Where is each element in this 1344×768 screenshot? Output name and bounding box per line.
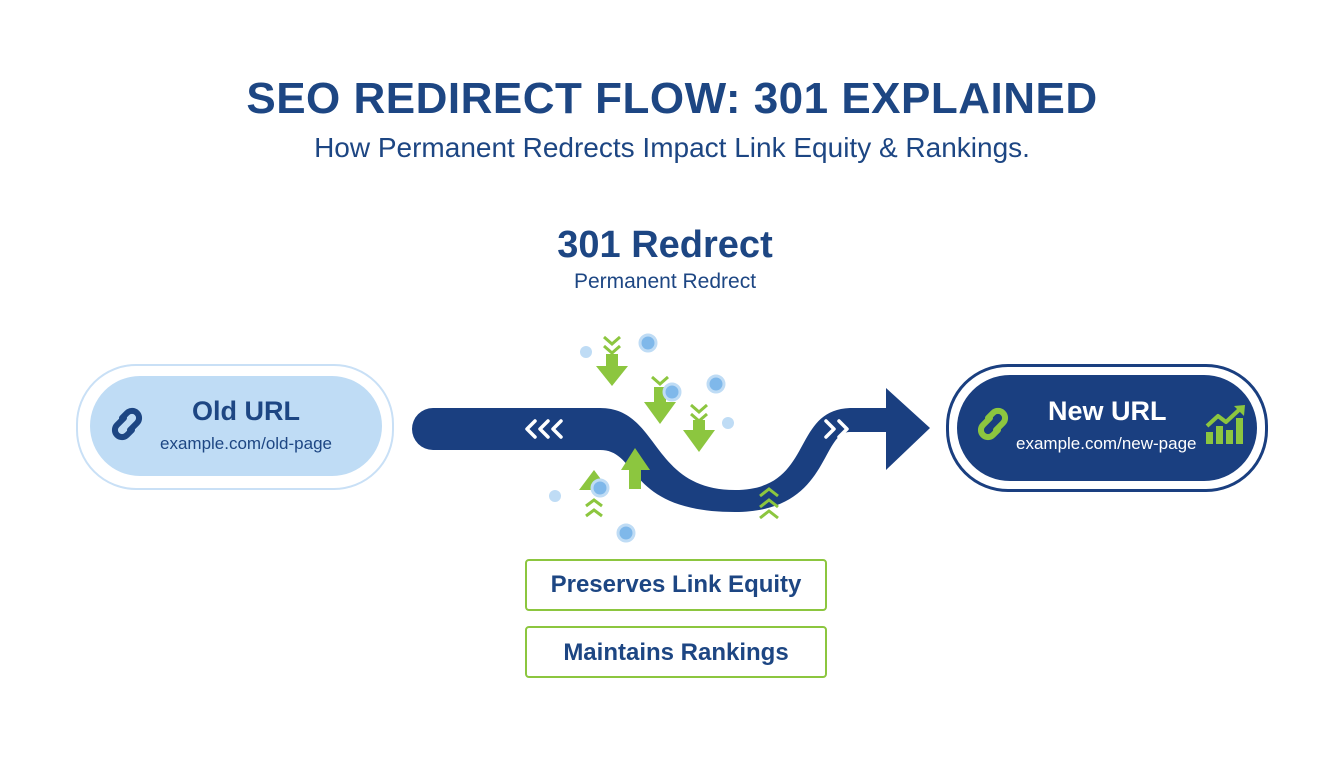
equity-dot [590,478,610,498]
redirect-heading: 301 Redrect [557,224,773,266]
equity-dot [706,374,726,394]
new-url-title: New URL [1048,396,1167,426]
redirect-subheading: Permanent Redrect [573,270,757,293]
benefit-maintains-rankings: Maintains Rankings [525,626,827,678]
right-chevrons [824,419,849,439]
equity-dots [549,333,734,543]
redirect-arrow-band [412,408,892,512]
down-arrows-top [596,335,715,452]
up-arrow-1 [621,448,650,489]
old-url-node [90,376,382,476]
new-url-path: example.com/new-page [1016,434,1197,453]
equity-dot [616,523,636,543]
link-icon [977,407,1009,441]
new-url-node [957,375,1257,481]
equity-dot [662,382,682,402]
redirect-arrow-head [886,388,930,470]
down-arrow-1 [596,335,628,386]
growth-chart-icon [1205,405,1245,444]
page-title: SEO REDIRECT FLOW: 301 EXPLAINED [246,74,1098,123]
benefit-preserves-link-equity: Preserves Link Equity [525,559,827,611]
equity-dot [722,417,734,429]
old-url-title: Old URL [192,396,300,426]
old-url-path: example.com/old-page [160,434,332,453]
left-chevrons [525,419,563,439]
equity-dot [638,333,658,353]
link-icon [111,407,143,441]
page-subtitle: How Permanent Redrects Impact Link Equit… [314,132,1030,163]
down-arrow-3 [683,403,715,452]
equity-dot [580,346,592,358]
equity-dot [549,490,561,502]
up-arrow-3 [759,487,779,520]
